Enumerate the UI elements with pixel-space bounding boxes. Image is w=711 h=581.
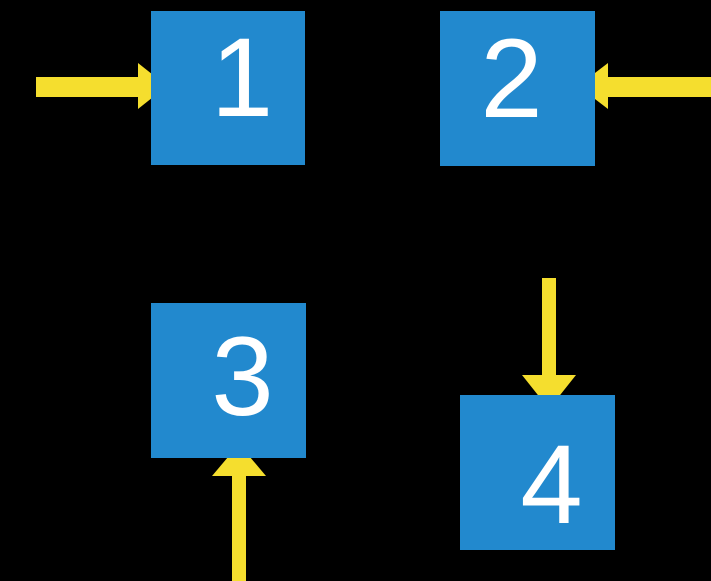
arrow-up-icon [210, 440, 268, 581]
node-4[interactable]: 4 [460, 395, 615, 550]
node-1[interactable]: 1 [151, 11, 305, 165]
arrow-down-icon [520, 278, 578, 412]
node-4-label: 4 [520, 421, 583, 547]
arrow-right-icon [30, 58, 170, 114]
node-3[interactable]: 3 [151, 303, 306, 458]
node-3-label: 3 [211, 313, 274, 439]
node-2-label: 2 [480, 15, 543, 141]
arrow-left-icon [572, 58, 711, 114]
node-2[interactable]: 2 [440, 11, 595, 166]
node-1-label: 1 [210, 15, 274, 140]
